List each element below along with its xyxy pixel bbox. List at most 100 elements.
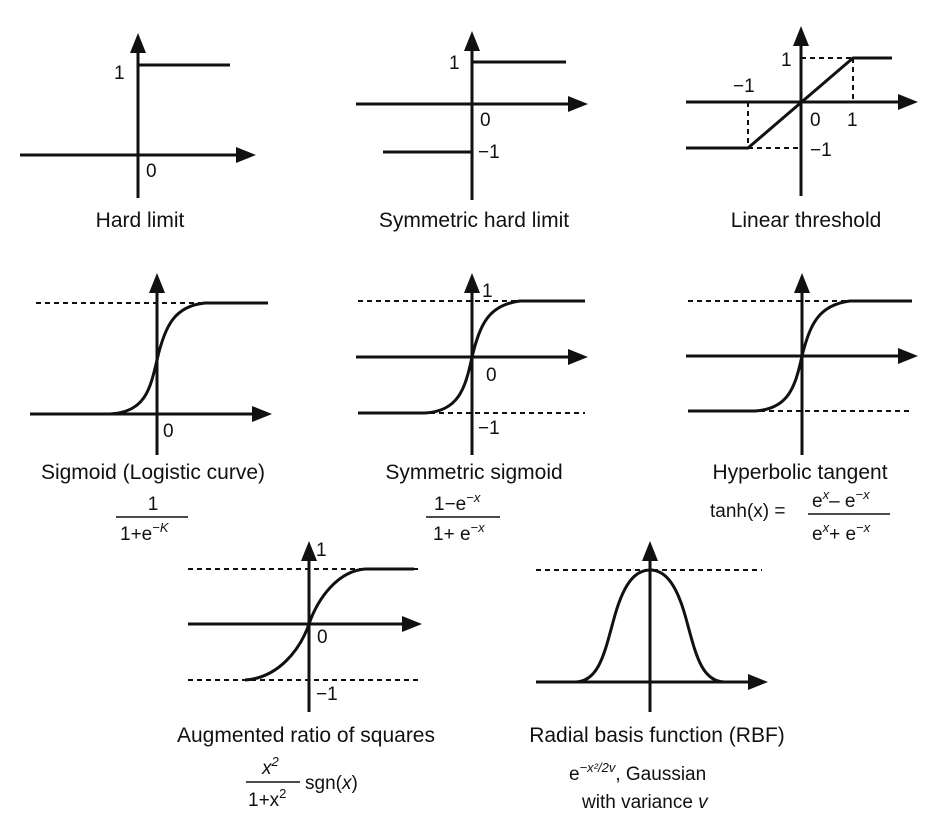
tick-label-minus-one: −1 [478,142,500,163]
x-axis-arrowhead [402,616,422,632]
symmetric-sigmoid-curve [358,299,585,415]
caption: Hard limit [96,209,185,232]
sgn-var: x [341,773,353,794]
tick-label-minus-one: −1 [478,418,500,439]
formula: x2 1+x2 sgn(x) [246,754,358,811]
denominator-base: 1+ e [433,524,471,545]
tick-label-minus-one-y: −1 [810,140,832,161]
caption: Linear threshold [731,209,882,232]
y-axis-arrowhead [794,273,810,293]
formula-denominator: 1+x2 [248,786,286,811]
sigmoid-curve [30,301,268,416]
caption: Sigmoid (Logistic curve) [41,461,265,484]
line2-var: v [698,792,709,813]
formula: 1−e−x 1+ e−x [426,490,500,545]
formula-numerator: ex– e−x [812,487,870,512]
tick-label-one-x: 1 [847,110,858,131]
num-a: e [812,491,823,512]
denominator-base: 1+x [248,790,280,811]
x-axis-arrowhead [252,406,272,422]
panel-symmetric-sigmoid: 1 0 −1 Symmetric sigmoid 1−e−x 1+ e−x [356,273,588,545]
x-axis-arrowhead [568,96,588,112]
panel-rbf: Radial basis function (RBF) e−x²/2v, Gau… [529,541,785,813]
sgn-suffix: ) [351,773,357,794]
x-axis-arrowhead [748,674,768,690]
formula-line1: e−x²/2v, Gaussian [569,760,706,785]
tick-label-minus-one: −1 [316,684,338,705]
formula-denominator: 1+e−K [120,520,170,545]
formula-numerator: 1−e−x [434,490,481,515]
den-a: e [812,524,823,545]
formula: 1 1+e−K [116,494,188,545]
panel-hard-limit: 1 0 Hard limit [20,33,256,232]
ratio-curve [244,567,414,682]
denominator-exponent: −K [152,520,170,535]
tanh-curve [688,299,912,413]
y-axis-arrowhead [793,26,809,46]
den-a-exponent: x [822,520,830,535]
x-axis-arrowhead [568,349,588,365]
numerator-exponent: 2 [271,754,280,769]
den-op: + e [829,524,856,545]
formula-numerator: x2 [261,754,280,779]
panel-symmetric-hard-limit: 1 0 −1 Symmetric hard limit [356,31,588,232]
caption: Hyperbolic tangent [712,461,887,484]
x-axis-arrowhead [898,348,918,364]
tick-label-zero: 0 [486,365,497,386]
tick-label-one-y: 1 [781,50,792,71]
denominator-base: 1+e [120,524,152,545]
formula-denominator: 1+ e−x [433,520,485,545]
y-axis-arrowhead [464,273,480,293]
y-axis-arrowhead [301,541,317,561]
curve [686,56,892,150]
numerator-base: 1−e [434,494,466,515]
x-axis-arrowhead [236,147,256,163]
tick-label-one: 1 [114,63,125,84]
exponent: −x²/2v [580,760,617,775]
y-axis-arrowhead [642,541,658,561]
y-axis-arrowhead [464,31,480,51]
numerator-var: x [261,758,273,779]
tick-label-one: 1 [316,540,327,561]
y-axis-arrowhead [130,33,146,53]
numerator-exponent: −x [466,490,481,505]
tick-label-zero: 0 [317,627,328,648]
caption: Symmetric sigmoid [385,461,562,484]
tick-label-one: 1 [482,281,493,302]
caption: Radial basis function (RBF) [529,724,785,747]
formula: e−x²/2v, Gaussian with variance v [569,760,709,813]
tick-label-minus-one-x: −1 [733,76,755,97]
caption: Augmented ratio of squares [177,724,435,747]
gaussian-curve [574,568,726,684]
formula-lhs: tanh(x) = [710,501,786,522]
num-op: – e [829,491,855,512]
y-axis-arrowhead [149,273,165,293]
line2-text: with variance [581,792,698,813]
formula-sgn: sgn(x) [305,773,358,794]
panel-sigmoid: 0 Sigmoid (Logistic curve) 1 1+e−K [30,273,272,545]
formula-line2: with variance v [581,792,709,813]
panel-augmented-ratio: 1 0 −1 Augmented ratio of squares x2 1+x… [177,540,435,811]
denominator-exponent: −x [471,520,486,535]
sgn-prefix: sgn( [305,773,343,794]
denominator-exponent: 2 [279,786,286,801]
tick-label-zero: 0 [146,161,157,182]
tick-label-zero: 0 [810,110,821,131]
tick-label-zero: 0 [163,421,174,442]
tick-label-one: 1 [449,53,460,74]
formula: tanh(x) = ex– e−x ex+ e−x [710,487,890,545]
x-axis-arrowhead [898,94,918,110]
panel-linear-threshold: 1 −1 0 1 −1 Linear threshold [686,26,918,232]
num-a-exponent: x [822,487,830,502]
tail: , Gaussian [615,764,706,785]
num-b-exponent: −x [856,487,871,502]
base: e [569,764,580,785]
caption: Symmetric hard limit [379,209,569,232]
formula-numerator: 1 [148,494,159,515]
den-b-exponent: −x [856,520,871,535]
tick-label-zero: 0 [480,110,491,131]
panel-hyperbolic-tangent: Hyperbolic tangent tanh(x) = ex– e−x ex+… [686,273,918,545]
formula-denominator: ex+ e−x [812,520,871,545]
